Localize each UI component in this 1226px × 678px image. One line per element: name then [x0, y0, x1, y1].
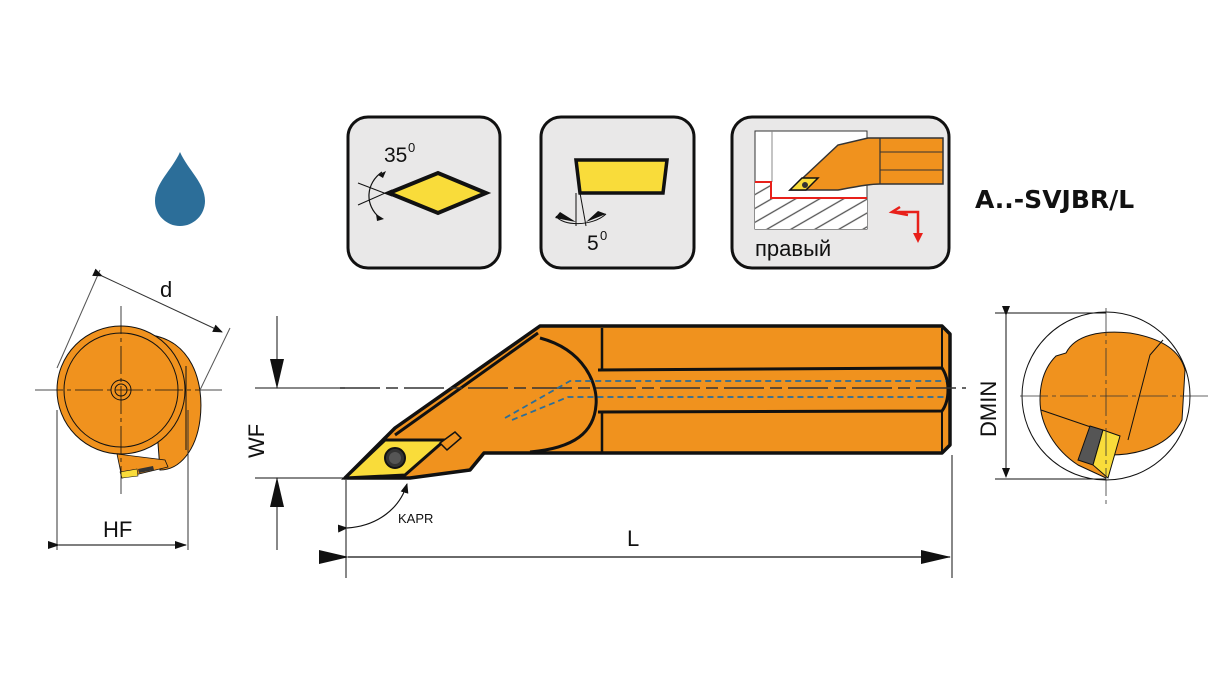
hand-orientation-icon: правый: [730, 115, 951, 270]
product-title: A..-SVJBR/L: [975, 185, 1134, 214]
dim-l: L: [319, 455, 953, 578]
dim-d-label: d: [160, 277, 172, 302]
insert-angle-degree: 0: [408, 140, 415, 155]
dim-wf: WF: [244, 316, 345, 550]
insert-angle-value: 35: [384, 144, 407, 167]
coolant-drop-icon: [155, 152, 205, 226]
dim-wf-label: WF: [244, 424, 269, 458]
clearance-angle-degree: 0: [600, 228, 607, 243]
tool-side-view: [340, 324, 966, 480]
hand-label: правый: [755, 236, 831, 261]
dim-kapr-label: KAPR: [398, 511, 433, 526]
dim-hf-label: HF: [103, 517, 132, 542]
clearance-angle-icon: 5 0: [539, 115, 696, 270]
dim-kapr: KAPR: [337, 483, 433, 533]
clearance-angle-value: 5: [587, 232, 599, 255]
end-view-right: DMIN: [976, 306, 1208, 505]
dim-dmin-label: DMIN: [976, 381, 1001, 437]
end-view-left: d HF: [35, 268, 231, 550]
dim-l-label: L: [627, 526, 639, 551]
insert-angle-icon: 35 0: [346, 115, 502, 270]
